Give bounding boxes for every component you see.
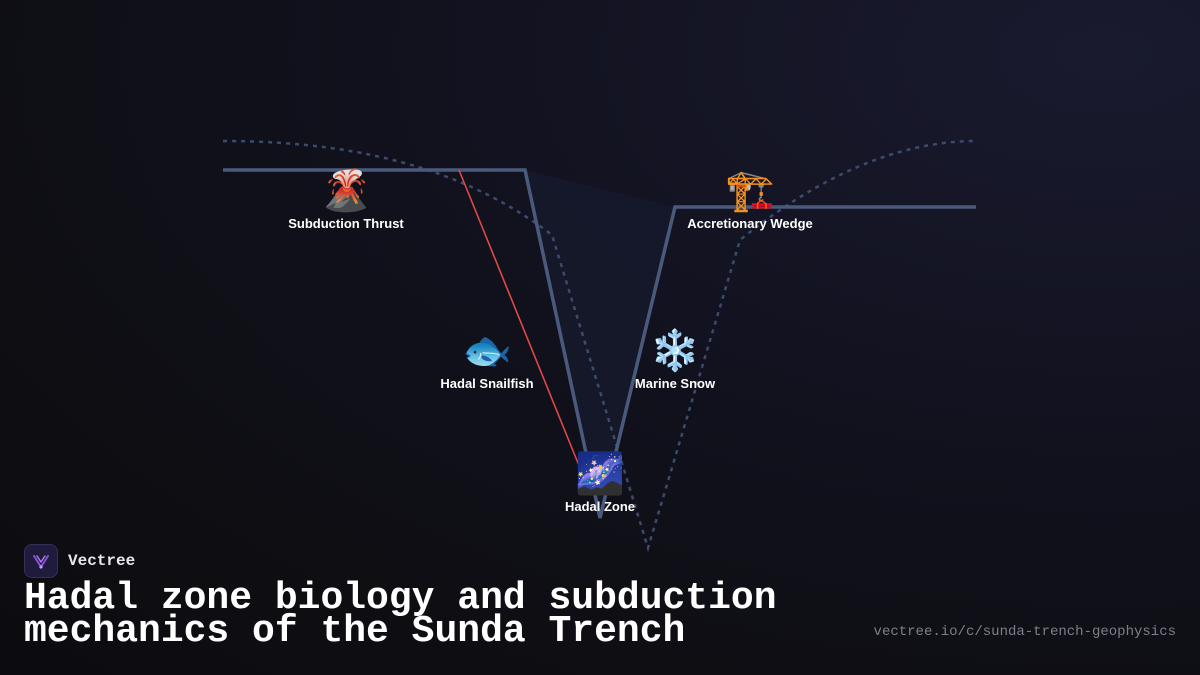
node-hadal-snailfish[interactable]: 🐟 Hadal Snailfish xyxy=(397,328,577,391)
node-label: Marine Snow xyxy=(634,376,716,391)
trench-outline xyxy=(223,168,976,519)
node-label: Hadal Zone xyxy=(564,499,636,514)
brand: Vectree xyxy=(24,544,135,578)
volcano-icon: 🌋 xyxy=(321,168,371,214)
node-subduction-thrust[interactable]: 🌋 Subduction Thrust xyxy=(256,168,436,231)
node-label: Subduction Thrust xyxy=(288,216,404,231)
node-accretionary-wedge[interactable]: 🏗️ Accretionary Wedge xyxy=(660,168,840,231)
fish-icon: 🐟 xyxy=(462,328,512,374)
construction-crane-icon: 🏗️ xyxy=(725,168,775,214)
milky-way-icon: 🌌 xyxy=(575,451,625,497)
node-hadal-zone[interactable]: 🌌 Hadal Zone xyxy=(510,451,690,514)
vectree-logo-icon xyxy=(24,544,58,578)
brand-name: Vectree xyxy=(68,552,136,570)
node-label: Hadal Snailfish xyxy=(440,376,534,391)
snowflake-icon: ❄️ xyxy=(650,328,700,374)
node-label: Accretionary Wedge xyxy=(687,216,813,231)
node-marine-snow[interactable]: ❄️ Marine Snow xyxy=(585,328,765,391)
source-url[interactable]: vectree.io/c/sunda-trench-geophysics xyxy=(873,624,1176,640)
page-title: Hadal zone biology and subduction mechan… xyxy=(24,577,777,653)
trench-fill xyxy=(525,170,675,518)
fault-line xyxy=(458,169,581,469)
